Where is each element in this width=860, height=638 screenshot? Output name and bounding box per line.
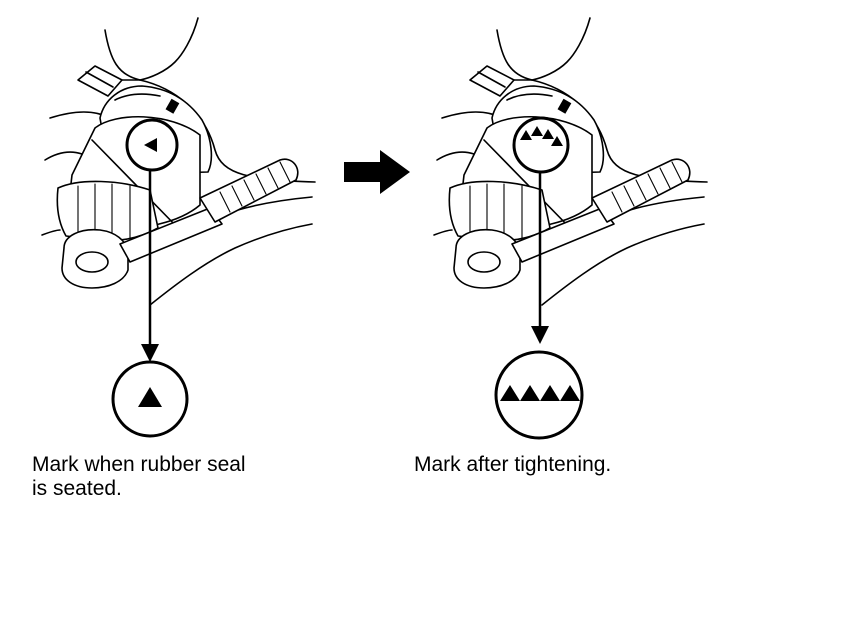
triangle-mark: [138, 387, 162, 407]
filter-illustration-right: [433, 17, 708, 306]
seated-caption: Mark when rubber seal is seated.: [32, 453, 332, 501]
tightened-mark-small-3: [542, 129, 554, 139]
triangle-mark-1: [500, 385, 520, 401]
seated-caption-line1: Mark when rubber seal: [32, 453, 246, 476]
seated-caption-line2: is seated.: [32, 477, 122, 500]
tightened-mark-small-2: [531, 126, 543, 136]
filter-illustration-left: [41, 17, 316, 306]
tightened-mark-small-4: [551, 136, 563, 146]
triangle-mark-3: [540, 385, 560, 401]
callout-arrowhead-right: [531, 326, 549, 344]
callout-arrowhead-left: [141, 344, 159, 362]
tightened-mark-detail: [494, 350, 584, 440]
seated-mark-small: [144, 138, 157, 152]
tightened-mark-small-1: [520, 130, 532, 140]
triangle-mark-4: [560, 385, 580, 401]
triangle-mark-2: [520, 385, 540, 401]
tightened-caption-line1: Mark after tightening.: [414, 453, 612, 476]
arrow-right-icon: [344, 150, 410, 194]
tightened-caption: Mark after tightening.: [414, 453, 774, 477]
seated-mark-detail: [111, 360, 189, 438]
